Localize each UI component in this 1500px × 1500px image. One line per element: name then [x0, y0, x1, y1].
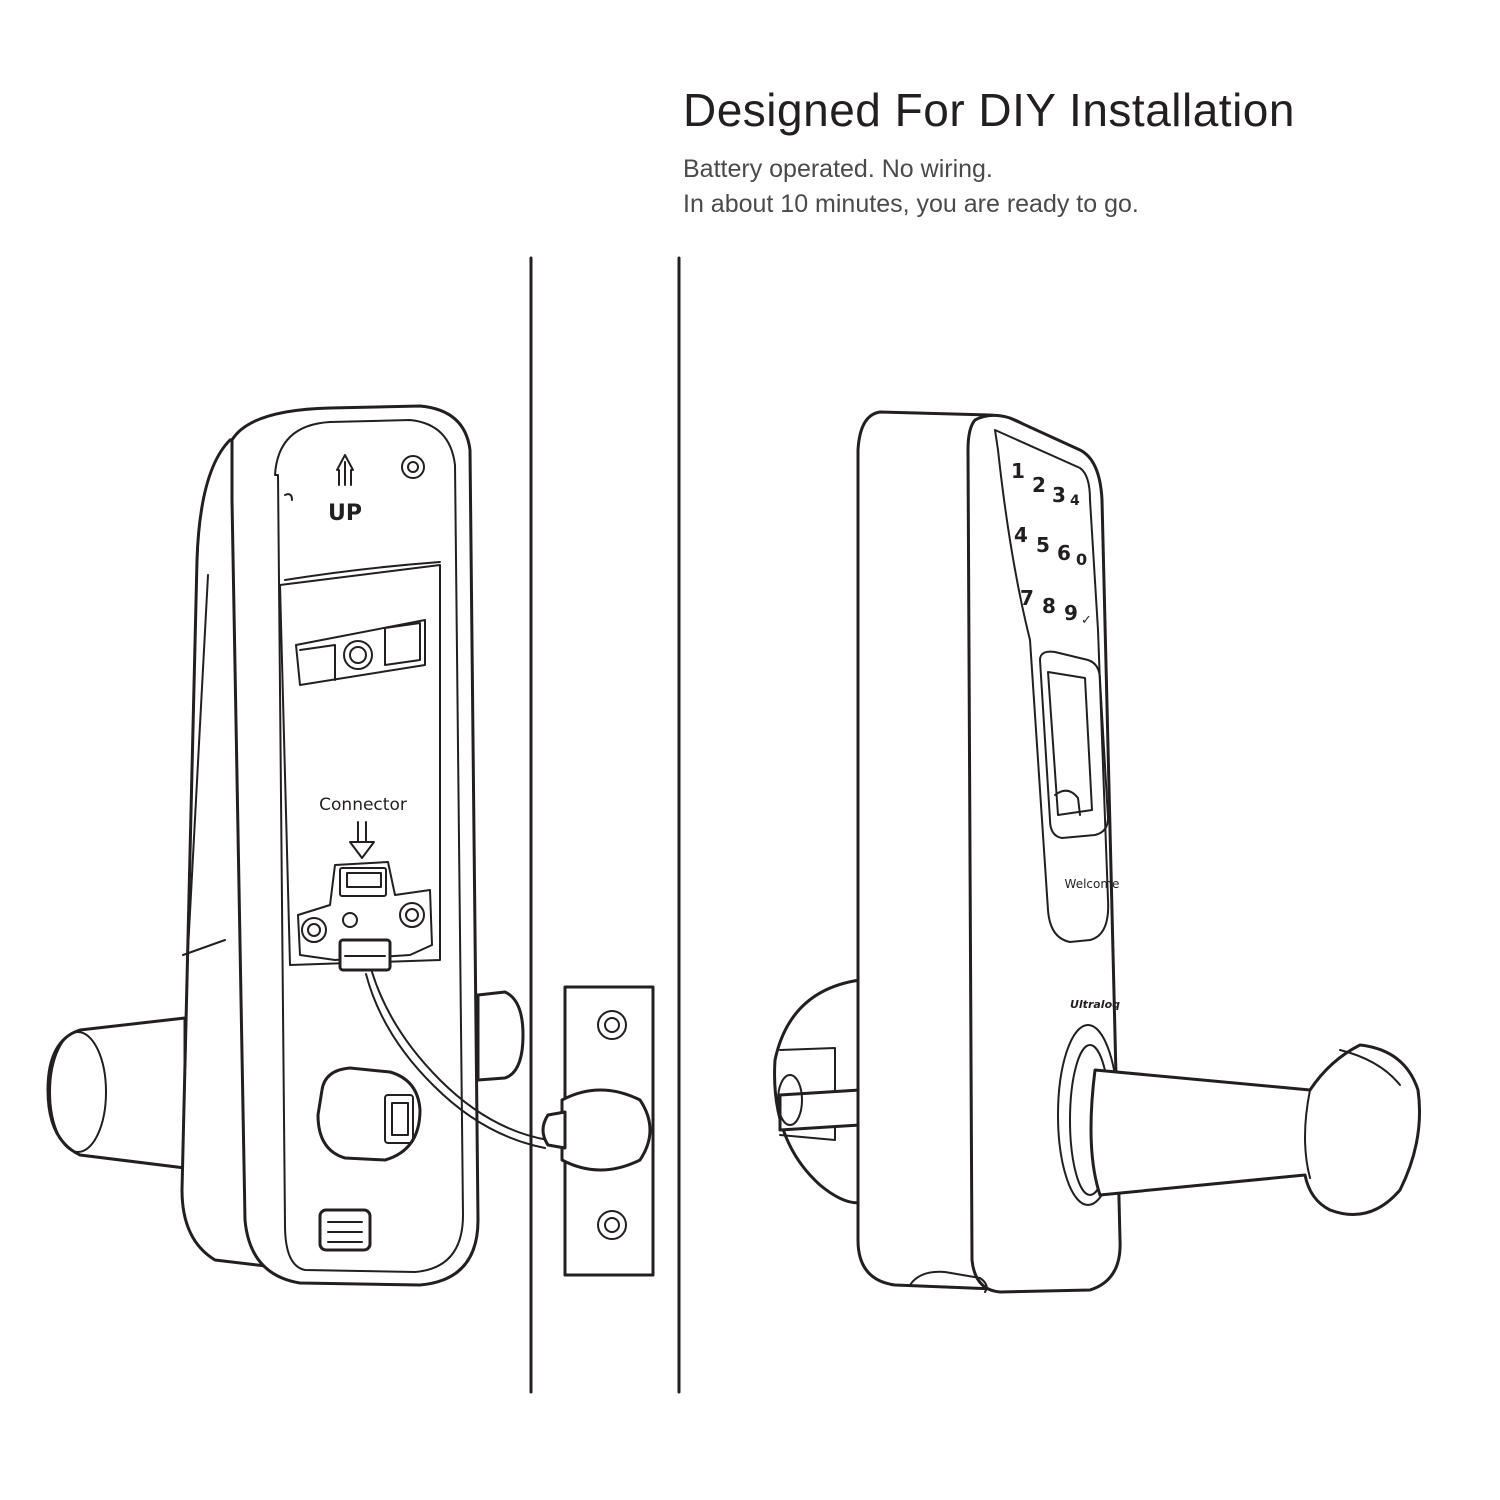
keypad-key-6[interactable]: 6 — [1057, 541, 1071, 565]
keypad-key-5[interactable]: 5 — [1036, 533, 1050, 557]
heading-block: Designed For DIY Installation Battery op… — [683, 82, 1463, 222]
keypad-key-2[interactable]: 2 — [1032, 473, 1046, 497]
welcome-label: Welcome — [1065, 877, 1120, 891]
up-label: UP — [328, 501, 362, 526]
page-title: Designed For DIY Installation — [683, 84, 1295, 136]
keypad-key-7[interactable]: 7 — [1020, 586, 1034, 610]
interior-lever — [46, 1016, 187, 1170]
up-arrow-icon — [336, 454, 354, 486]
connector-arrow-icon — [349, 821, 375, 859]
fingerprint-sensor[interactable] — [1039, 650, 1109, 839]
latch-assembly — [541, 985, 655, 1277]
exterior-lever[interactable] — [1089, 1043, 1421, 1216]
interior-lever-end — [49, 1031, 107, 1153]
subtitle-line-2: In about 10 minutes, you are ready to go… — [683, 190, 1139, 218]
latch-bolt — [560, 1088, 652, 1172]
keypad-key-1[interactable]: 1 — [1011, 459, 1025, 483]
keypad-panel — [994, 429, 1110, 943]
spindle-socket — [316, 1066, 422, 1162]
brand-label: Ultraloq — [1070, 998, 1120, 1011]
keypad-key-8[interactable]: 8 — [1042, 594, 1056, 618]
mounting-bracket — [279, 564, 441, 966]
keypad-key-0[interactable]: 0 — [1076, 550, 1087, 569]
connector-cable — [371, 971, 549, 1141]
keypad-key-enter[interactable]: ✓ — [1081, 613, 1092, 628]
interior-lock: UP Connector — [46, 404, 549, 1287]
battery-latch — [318, 1208, 372, 1252]
interior-backplate — [230, 404, 480, 1287]
subtitle-line-1: Battery operated. No wiring. — [683, 155, 993, 183]
through-bolt — [476, 990, 525, 1082]
keypad-key-9[interactable]: 9 — [1064, 601, 1078, 625]
connector-label: Connector — [319, 795, 407, 815]
keypad-key-3[interactable]: 3 — [1052, 483, 1066, 507]
keypad-key-4b[interactable]: 4 — [1014, 523, 1028, 547]
exterior-lock: 1 2 3 4 4 5 6 0 7 8 9 ✓ Welcome Ultraloq — [773, 410, 1421, 1294]
keypad-key-4[interactable]: 4 — [1070, 493, 1080, 509]
